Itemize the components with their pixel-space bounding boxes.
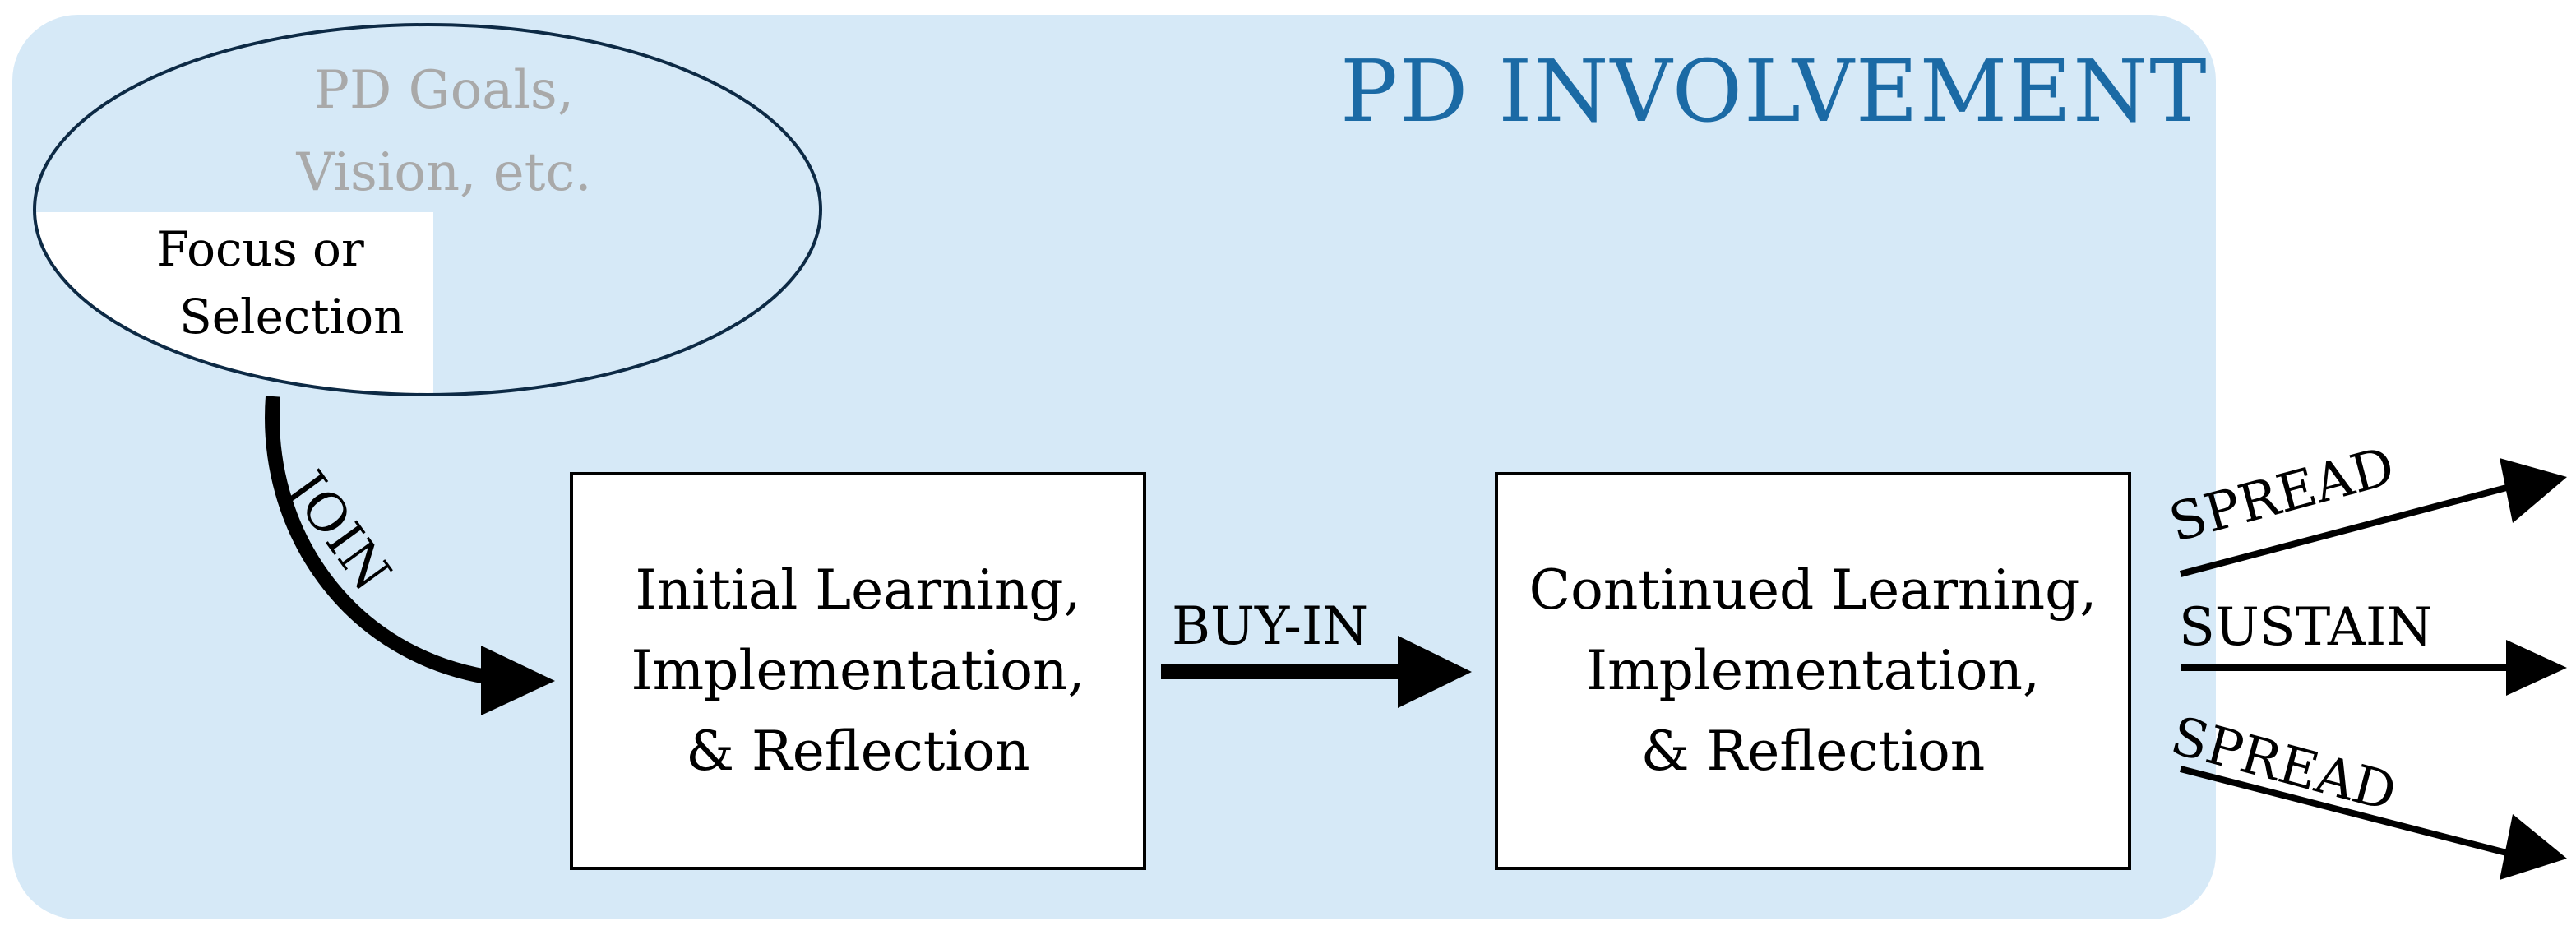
buyin-arrowhead <box>1398 636 1472 708</box>
join-arrow <box>265 396 499 686</box>
pd-goals-ellipse <box>33 23 822 396</box>
initial-learning-box <box>570 472 1146 870</box>
focus-line-2: Selection <box>179 289 405 345</box>
pd-goals-label: PD Goals, Vision, etc. <box>296 60 592 203</box>
spread-top-arrow <box>2179 482 2518 577</box>
continued-learning-label: Continued Learning, Implementation, & Re… <box>1528 558 2097 783</box>
focus-line-1: Focus or <box>156 221 364 277</box>
spread-bottom-arrowhead <box>2500 814 2567 880</box>
sustain-label: SUSTAIN <box>2179 597 2433 658</box>
focus-selection-label: Focus or Selection <box>123 215 436 350</box>
initial-learning-label: Initial Learning, Implementation, & Refl… <box>631 558 1085 783</box>
continued-learning-box <box>1495 472 2131 870</box>
diagram-title: PD INVOLVEMENT <box>1340 41 2208 141</box>
sustain-arrowhead <box>2506 640 2567 696</box>
spread-top-arrowhead <box>2500 458 2567 523</box>
buyin-label: BUY-IN <box>1172 596 1369 657</box>
join-arrowhead <box>481 646 555 715</box>
spread-bottom-arrow <box>2180 766 2517 859</box>
